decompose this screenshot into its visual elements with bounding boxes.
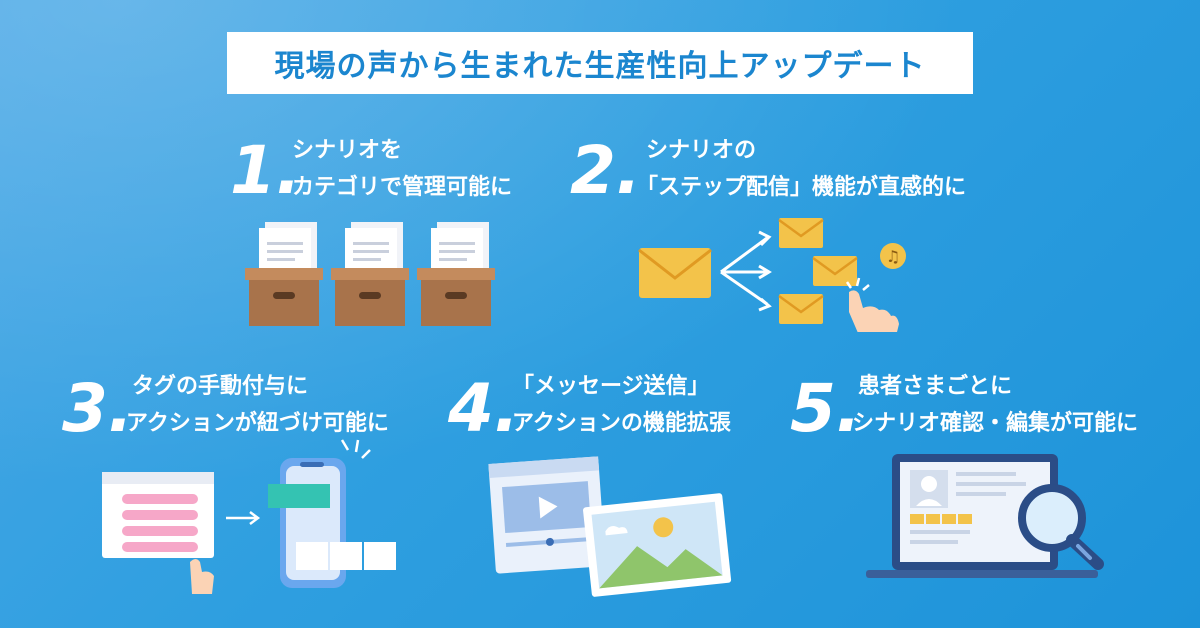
feature-5: 5. 患者さまごとに シナリオ確認・編集が可能に [790, 368, 1190, 448]
feature-5-text: 患者さまごとに シナリオ確認・編集が可能に [852, 368, 1138, 442]
feature-2-line1: シナリオの [646, 138, 757, 163]
feature-1-text: シナリオを カテゴリで管理可能に [292, 132, 512, 206]
feature-1-number: 1. [230, 132, 301, 209]
page-title: 現場の声から生まれた生産性向上アップデート [274, 49, 926, 84]
feature-1: 1. シナリオを カテゴリで管理可能に [230, 130, 550, 210]
feature-2-line2: 「ステップ配信」機能が直感的に [636, 175, 967, 200]
tag-phone-icon [102, 439, 396, 594]
feature-3-number: 3. [62, 370, 133, 447]
feature-4-line2: アクションの機能拡張 [512, 411, 731, 436]
feature-4-number: 4. [448, 370, 519, 447]
feature-4: 4. 「メッセージ送信」 アクションの機能拡張 [448, 368, 788, 448]
feature-3-line2: アクションが紐づけ可能に [126, 411, 389, 436]
feature-1-line1: シナリオを [292, 138, 403, 163]
feature-3: 3. タグの手動付与に アクションが紐づけ可能に [62, 368, 422, 448]
feature-5-number: 5. [790, 370, 861, 447]
archive-boxes-icon [245, 222, 495, 326]
feature-2: 2. シナリオの 「ステップ配信」機能が直感的に [570, 130, 990, 210]
feature-2-number: 2. [570, 132, 641, 209]
feature-4-line1: 「メッセージ送信」 [512, 374, 710, 399]
feature-3-text: タグの手動付与に アクションが紐づけ可能に [126, 368, 389, 442]
feature-4-text: 「メッセージ送信」 アクションの機能拡張 [512, 368, 731, 442]
svg-text:♫: ♫ [886, 247, 900, 266]
laptop-search-icon [866, 454, 1104, 578]
feature-5-line2: シナリオ確認・編集が可能に [852, 411, 1139, 436]
feature-3-line1: タグの手動付与に [132, 374, 309, 399]
headline-banner: 現場の声から生まれた生産性向上アップデート [227, 32, 973, 94]
feature-1-line2: カテゴリで管理可能に [292, 175, 513, 200]
feature-5-line1: 患者さまごとに [858, 374, 1013, 399]
media-window-icon [488, 456, 732, 597]
feature-2-text: シナリオの 「ステップ配信」機能が直感的に [636, 132, 966, 206]
step-mail-icon: ♫ [638, 218, 906, 332]
